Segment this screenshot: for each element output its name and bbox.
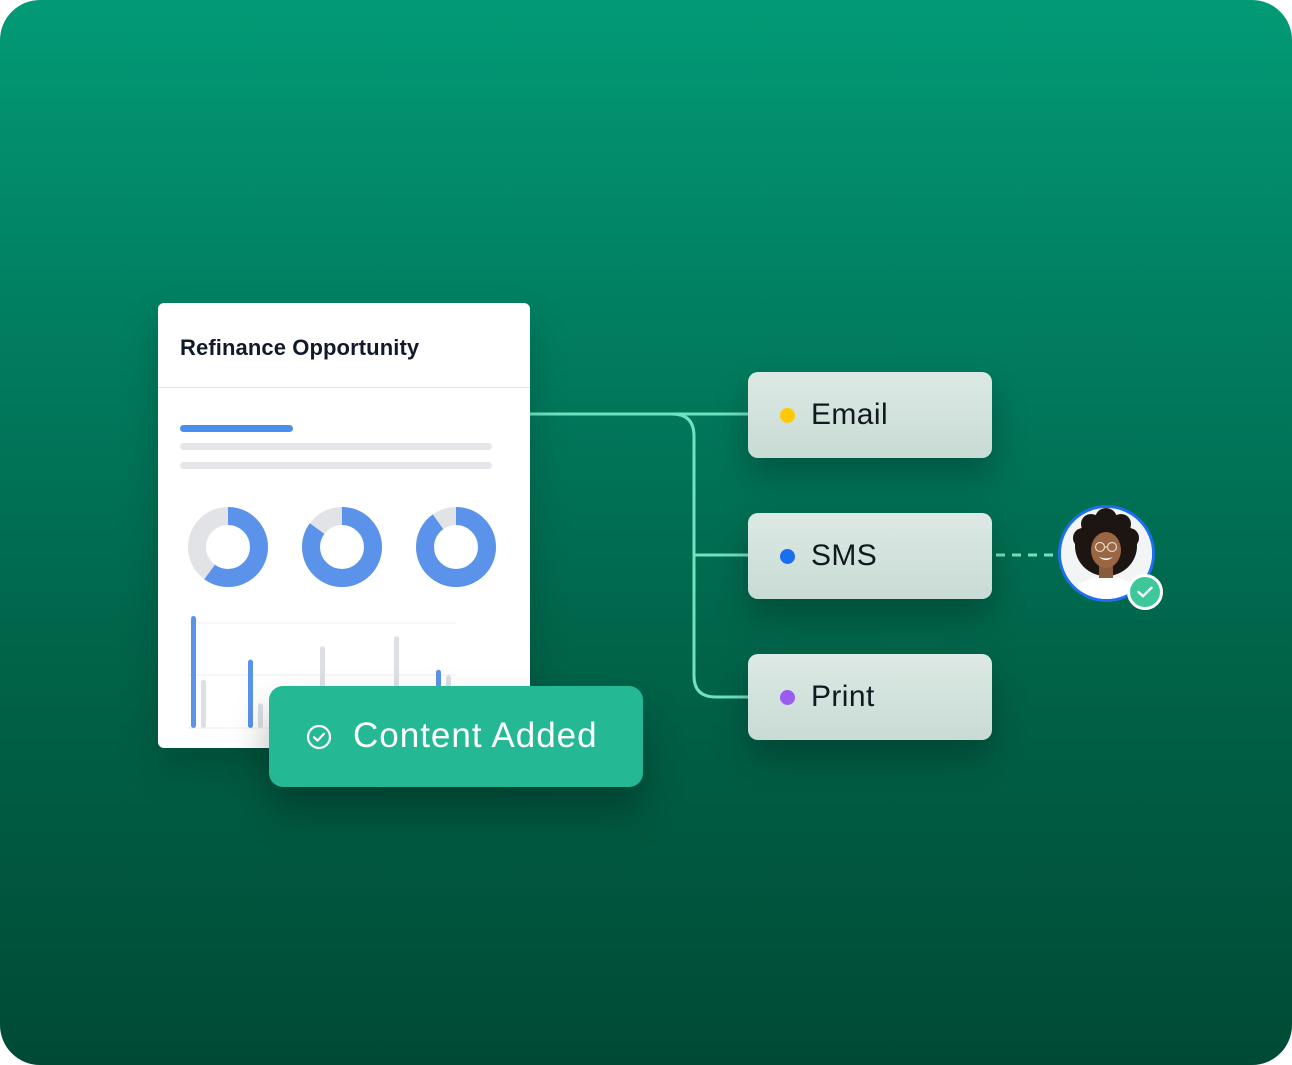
donut-segment: [416, 507, 496, 587]
report-card: Refinance Opportunity: [158, 303, 530, 748]
report-divider: [158, 387, 530, 388]
channel-email[interactable]: Email: [748, 372, 992, 458]
bar-primary: [248, 659, 253, 728]
content-added-badge: Content Added: [269, 686, 643, 787]
bar-secondary: [258, 703, 263, 728]
verified-check-icon: [1127, 574, 1163, 610]
channel-label: Print: [811, 680, 875, 713]
channel-label: SMS: [811, 539, 878, 572]
channel-print[interactable]: Print: [748, 654, 992, 740]
channel-label: Email: [811, 398, 889, 431]
report-accent-bar: [180, 425, 293, 432]
bar-secondary: [201, 679, 206, 728]
recipient-avatar: [1058, 505, 1155, 602]
status-dot: [780, 549, 795, 564]
channel-sms[interactable]: SMS: [748, 513, 992, 599]
report-text-placeholder: [180, 462, 492, 469]
bar-primary: [191, 616, 196, 728]
report-charts: [188, 507, 496, 729]
report-title: Refinance Opportunity: [180, 335, 420, 360]
status-dot: [780, 690, 795, 705]
donut-segment: [188, 507, 268, 587]
check-circle-icon: [306, 724, 332, 750]
connector-trunk: [671, 412, 748, 699]
donut-segment: [302, 507, 382, 587]
content-added-label: Content Added: [353, 716, 598, 755]
report-text-placeholder: [180, 443, 492, 450]
status-dot: [780, 408, 795, 423]
